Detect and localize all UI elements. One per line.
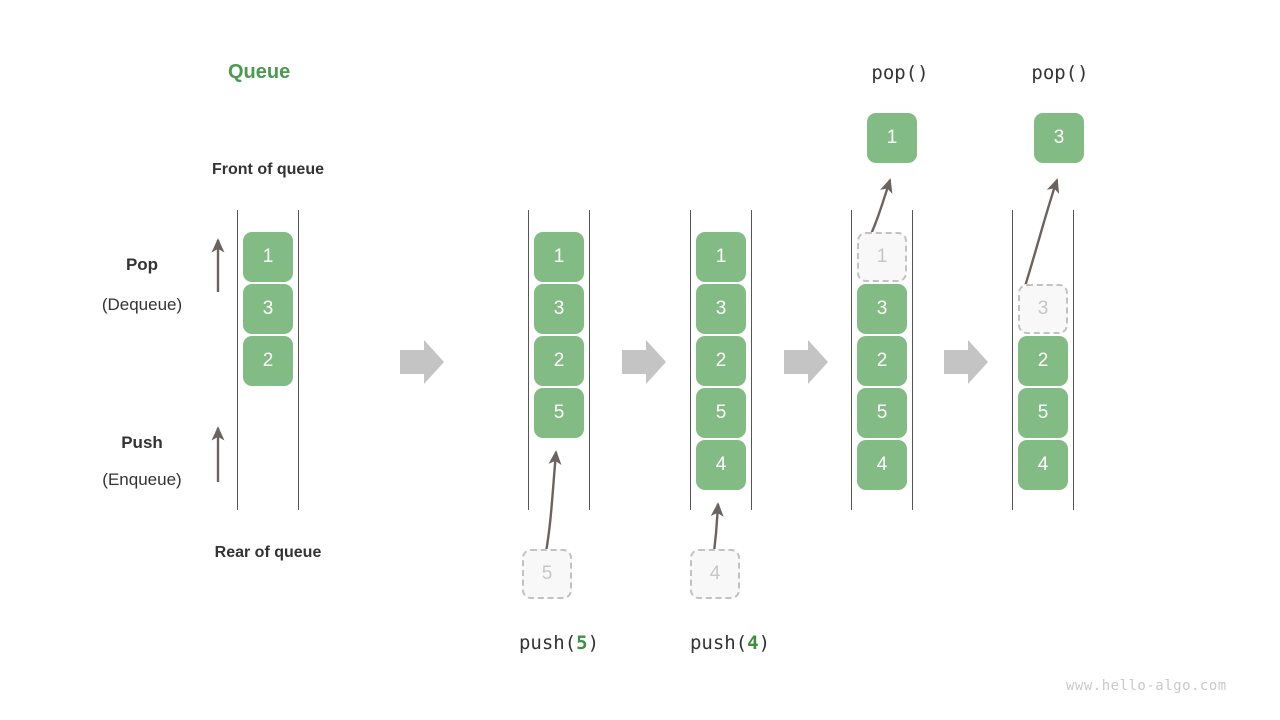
queue-column-pop-3: 3 2 5 4 bbox=[1012, 210, 1074, 510]
op-arg: 5 bbox=[576, 632, 588, 654]
queue-cell[interactable]: 3 bbox=[243, 284, 293, 334]
queue-cell[interactable]: 5 bbox=[1018, 388, 1068, 438]
push-label: Push bbox=[121, 433, 163, 452]
op-paren-close: ) bbox=[758, 632, 771, 654]
queue-column-push-4: 1 3 2 5 4 bbox=[690, 210, 752, 510]
flow-arrow-3 bbox=[784, 340, 828, 384]
pop-output-cell[interactable]: 3 bbox=[1034, 113, 1084, 163]
rail-right bbox=[751, 210, 752, 510]
op-name: push bbox=[689, 632, 736, 654]
queue-cell[interactable]: 3 bbox=[696, 284, 746, 334]
rail-right bbox=[589, 210, 590, 510]
queue-cell-ghost[interactable]: 1 bbox=[857, 232, 907, 282]
op-paren-close: ) bbox=[587, 632, 600, 654]
op-name: pop bbox=[1031, 62, 1066, 84]
queue-cell[interactable]: 1 bbox=[696, 232, 746, 282]
page-title: Queue bbox=[228, 61, 291, 83]
queue-cell[interactable]: 1 bbox=[534, 232, 584, 282]
queue-cell[interactable]: 4 bbox=[696, 440, 746, 490]
rail-left bbox=[237, 210, 238, 510]
queue-cell[interactable]: 1 bbox=[243, 232, 293, 282]
rail-right bbox=[1073, 210, 1074, 510]
push-sublabel: (Enqueue) bbox=[102, 470, 182, 489]
push-input-cell[interactable]: 5 bbox=[522, 549, 572, 599]
rail-left bbox=[528, 210, 529, 510]
rail-left bbox=[690, 210, 691, 510]
push-4-arrow bbox=[710, 502, 724, 553]
rail-right bbox=[912, 210, 913, 510]
op-paren-open: ( bbox=[564, 632, 577, 654]
stage-caption-push-5: push(5) bbox=[484, 632, 634, 654]
stage-caption-pop-3: pop() bbox=[985, 62, 1135, 84]
queue-cell[interactable]: 5 bbox=[534, 388, 584, 438]
op-name: push bbox=[518, 632, 565, 654]
op-arg: 4 bbox=[747, 632, 759, 654]
stage-caption-push-4: push(4) bbox=[655, 632, 805, 654]
stage-caption-pop-1: pop() bbox=[825, 62, 975, 84]
op-paren-open: ( bbox=[735, 632, 748, 654]
flow-arrow-2 bbox=[622, 340, 666, 384]
rail-right bbox=[298, 210, 299, 510]
queue-column-initial: 1 3 2 bbox=[237, 210, 299, 510]
queue-cell[interactable]: 4 bbox=[1018, 440, 1068, 490]
queue-cell[interactable]: 2 bbox=[534, 336, 584, 386]
front-of-queue-label: Front of queue bbox=[212, 161, 324, 178]
watermark: www.hello-algo.com bbox=[1066, 678, 1227, 694]
queue-cell[interactable]: 5 bbox=[857, 388, 907, 438]
queue-cell[interactable]: 2 bbox=[243, 336, 293, 386]
flow-arrow-1 bbox=[400, 340, 444, 384]
op-name: pop bbox=[871, 62, 906, 84]
queue-cell[interactable]: 2 bbox=[696, 336, 746, 386]
pop-label: Pop bbox=[125, 255, 159, 274]
pop-sublabel: (Dequeue) bbox=[101, 295, 183, 314]
op-parens: () bbox=[905, 62, 929, 84]
queue-cell[interactable]: 5 bbox=[696, 388, 746, 438]
queue-cell[interactable]: 2 bbox=[1018, 336, 1068, 386]
queue-cell[interactable]: 3 bbox=[857, 284, 907, 334]
push-input-cell[interactable]: 4 bbox=[690, 549, 740, 599]
rail-left bbox=[851, 210, 852, 510]
queue-cell[interactable]: 4 bbox=[857, 440, 907, 490]
queue-cell-ghost[interactable]: 3 bbox=[1018, 284, 1068, 334]
queue-column-push-5: 1 3 2 5 bbox=[528, 210, 590, 510]
queue-cell[interactable]: 3 bbox=[534, 284, 584, 334]
flow-arrow-4 bbox=[944, 340, 988, 384]
rail-left bbox=[1012, 210, 1013, 510]
op-parens: () bbox=[1065, 62, 1089, 84]
queue-column-pop-1: 1 3 2 5 4 bbox=[851, 210, 913, 510]
rear-of-queue-label: Rear of queue bbox=[214, 544, 322, 561]
queue-cell[interactable]: 2 bbox=[857, 336, 907, 386]
pop-output-cell[interactable]: 1 bbox=[867, 113, 917, 163]
